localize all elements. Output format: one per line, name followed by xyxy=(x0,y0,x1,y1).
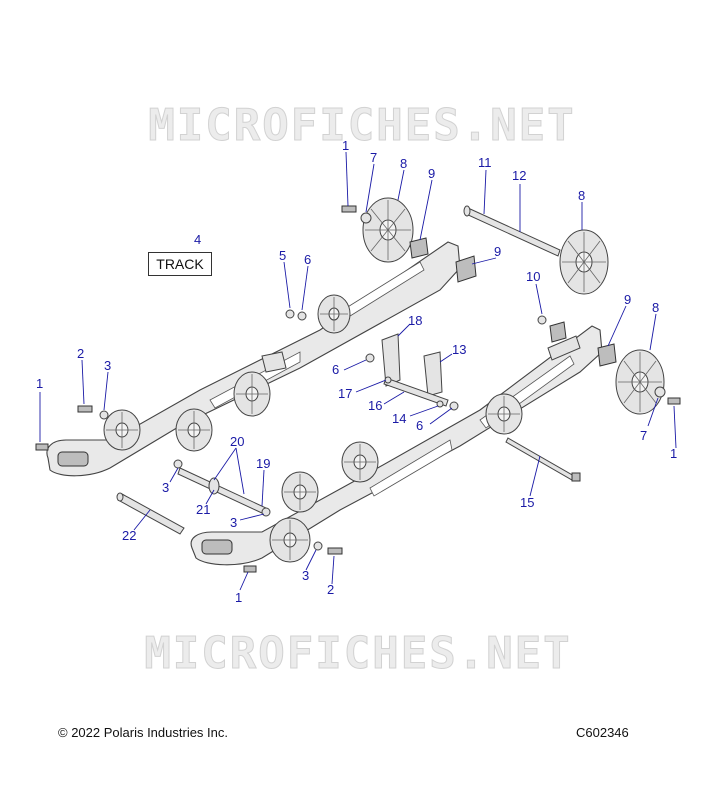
washer-7-right xyxy=(654,386,666,398)
copyright-text: © 2022 Polaris Industries Inc. xyxy=(58,725,228,740)
callout-18: 18 xyxy=(408,313,422,328)
axle-20-collar xyxy=(208,477,220,495)
callout-16: 16 xyxy=(368,398,382,413)
washer-3-c xyxy=(261,507,271,517)
bracket-18 xyxy=(381,333,401,387)
callout-8: 8 xyxy=(578,188,585,203)
idler-wheels xyxy=(103,197,665,563)
axle-20-21 xyxy=(177,467,267,515)
washer-7-top xyxy=(360,212,372,224)
callout-3: 3 xyxy=(230,515,237,530)
callout-numbers: 4 1 7 8 9 11 12 8 5 6 9 10 9 8 2 3 1 18 … xyxy=(36,138,677,605)
wheel-8-right xyxy=(559,229,609,295)
track-label-box: TRACK xyxy=(148,252,212,276)
wheel-lower-2 xyxy=(281,471,319,513)
callout-9: 9 xyxy=(428,166,435,181)
callout-7: 7 xyxy=(370,150,377,165)
lower-rail-bumper xyxy=(201,539,233,555)
shaft-11-12 xyxy=(465,207,561,257)
bolt-1-bottom xyxy=(243,565,257,573)
callout-6: 6 xyxy=(332,362,339,377)
callout-9: 9 xyxy=(494,244,501,259)
callout-22: 22 xyxy=(122,528,136,543)
wheel-lower-1 xyxy=(269,517,311,563)
block-10 xyxy=(549,321,567,343)
upper-rail-mount-block xyxy=(261,351,287,373)
bolt-1-right xyxy=(667,397,681,405)
wheel-lower-4 xyxy=(485,393,523,435)
block-9-top xyxy=(409,237,429,259)
washer-3-a xyxy=(99,410,109,420)
callout-8: 8 xyxy=(652,300,659,315)
bolt-1-top xyxy=(341,205,357,213)
callout-5: 5 xyxy=(279,248,286,263)
callout-2: 2 xyxy=(77,346,84,361)
leader-lines xyxy=(39,151,677,591)
washer-5 xyxy=(285,309,295,319)
callout-15: 15 xyxy=(520,495,534,510)
callout-12: 12 xyxy=(512,168,526,183)
callout-1: 1 xyxy=(235,590,242,605)
callout-11: 11 xyxy=(478,155,492,170)
bolt-1-left xyxy=(35,443,49,451)
shaft-16 xyxy=(383,377,449,407)
callout-9: 9 xyxy=(624,292,631,307)
callout-20: 20 xyxy=(230,434,244,449)
block-9-right xyxy=(597,343,617,367)
upper-rail-assembly xyxy=(46,241,461,477)
figure-code: C602346 xyxy=(576,725,629,740)
shaft-15-head xyxy=(571,472,581,482)
callout-3: 3 xyxy=(302,568,309,583)
callout-7: 7 xyxy=(640,428,647,443)
callout-13: 13 xyxy=(452,342,466,357)
block-9-mid xyxy=(455,255,477,283)
watermark-bottom: MICROFICHES.NET xyxy=(144,628,571,679)
shaft-15 xyxy=(505,437,575,481)
wheel-upper-4 xyxy=(317,294,351,334)
callout-3: 3 xyxy=(104,358,111,373)
callout-17: 17 xyxy=(338,386,352,401)
wheel-upper-3 xyxy=(233,371,271,417)
washer-3-b xyxy=(173,459,183,469)
callout-6: 6 xyxy=(304,252,311,267)
watermark-top: MICROFICHES.NET xyxy=(148,100,575,151)
callout-8: 8 xyxy=(400,156,407,171)
lower-rail-cutout xyxy=(369,439,453,497)
callout-3: 3 xyxy=(162,480,169,495)
callout-6: 6 xyxy=(416,418,423,433)
callout-1: 1 xyxy=(36,376,43,391)
callout-10: 10 xyxy=(526,269,540,284)
shaft-11-end xyxy=(463,205,471,217)
wheel-8-lower xyxy=(615,349,665,415)
callout-21: 21 xyxy=(196,502,210,517)
wheel-upper-1 xyxy=(103,409,141,451)
bolt-2-bottom xyxy=(327,547,343,555)
bracket-13 xyxy=(423,351,443,397)
wheel-lower-3 xyxy=(341,441,379,483)
tube-22-end xyxy=(116,492,124,502)
washer-10 xyxy=(537,315,547,325)
callout-4: 4 xyxy=(194,232,201,247)
hardware xyxy=(35,205,681,573)
callout-1: 1 xyxy=(670,446,677,461)
washer-6-a xyxy=(297,311,307,321)
callout-2: 2 xyxy=(327,582,334,597)
washer-14 xyxy=(436,400,444,408)
callout-1: 1 xyxy=(342,138,349,153)
washer-6-b xyxy=(365,353,375,363)
upper-rail-bumper xyxy=(57,451,89,467)
callout-19: 19 xyxy=(256,456,270,471)
washer-3-d xyxy=(313,541,323,551)
wheel-8-top xyxy=(362,197,414,263)
callout-14: 14 xyxy=(392,411,406,426)
bolt-2-left xyxy=(77,405,93,413)
lower-rail-spring-mount xyxy=(547,335,581,361)
wheel-upper-2 xyxy=(175,408,213,452)
